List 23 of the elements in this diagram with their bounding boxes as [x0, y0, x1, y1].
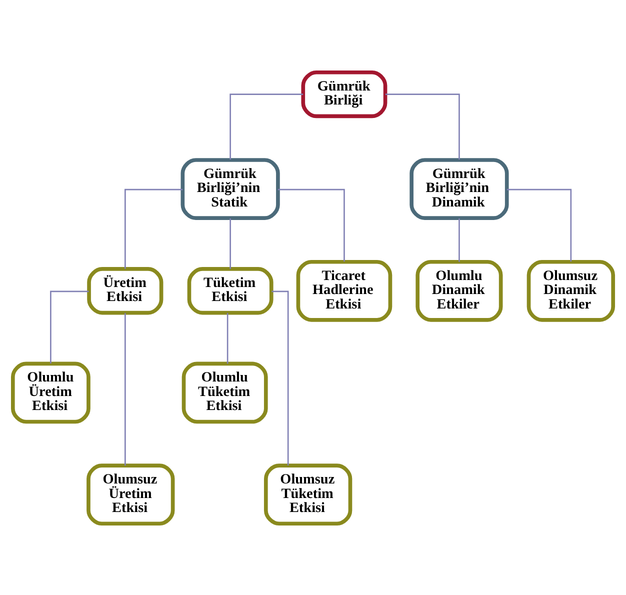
connector — [458, 218, 460, 262]
connector — [506, 188, 572, 262]
connector — [278, 188, 345, 262]
node-box: Olumlu Üretim Etkisi — [10, 361, 90, 424]
node-box: Olumsuz Tüketim Etkisi — [264, 463, 352, 526]
node-box: Olumsuz Üretim Etkisi — [86, 463, 175, 526]
connector — [124, 312, 126, 466]
node-box: Gümrük Birliği — [301, 70, 388, 118]
node-box: Tüketim Etkisi — [187, 266, 274, 314]
node-box: Olumlu Tüketim Etkisi — [182, 361, 268, 424]
connector — [272, 290, 289, 465]
node-box: Ticaret Hadlerine Etkisi — [296, 259, 392, 322]
node-box: Olumlu Dinamik Etkiler — [416, 259, 503, 322]
node-box: Gümrük Birliği’nin Statik — [180, 158, 280, 220]
connector — [385, 93, 460, 160]
connector — [230, 93, 304, 160]
connector — [50, 290, 89, 363]
connector — [226, 312, 228, 364]
connector — [230, 218, 231, 268]
connector — [124, 188, 183, 268]
node-box: Gümrük Birliği’nin Dinamik — [410, 158, 509, 220]
node-box: Olumsuz Dinamik Etkiler — [526, 259, 616, 322]
node-box: Üretim Etkisi — [87, 266, 164, 314]
